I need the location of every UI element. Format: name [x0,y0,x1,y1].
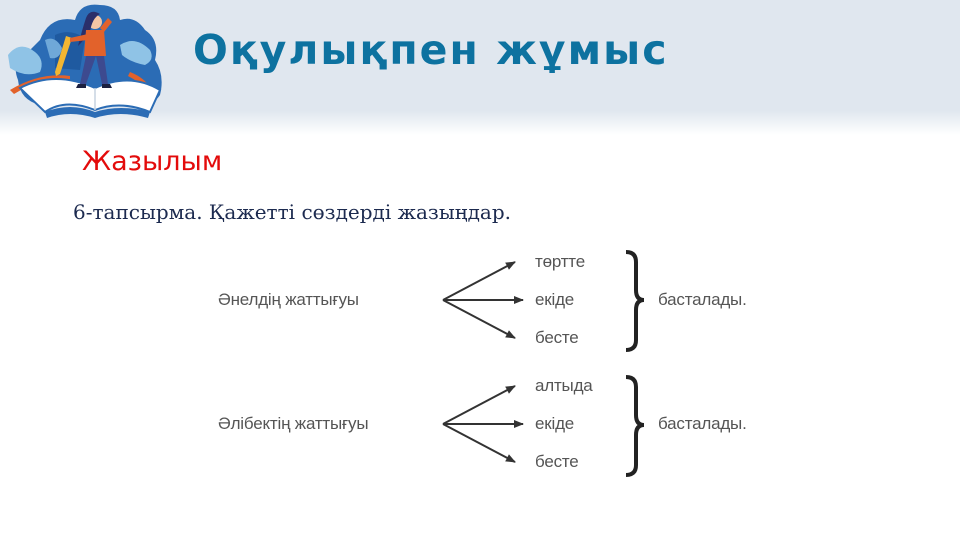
option-2-1: алтыда [535,376,593,395]
task-instruction: 6-тапсырма. Қажетті сөздерді жазыңдар. [73,200,511,224]
predicate-1: басталады. [658,290,747,309]
header-banner [0,0,960,135]
option-1-2: екіде [535,290,575,309]
brace-icon-2 [625,375,645,477]
predicate-2: басталады. [658,414,747,433]
girl-on-book-illustration [8,4,162,118]
option-2-2: екіде [535,414,575,433]
option-1-3: бесте [535,328,579,347]
option-1-1: төртте [535,252,585,271]
subject-2: Әлібектің жаттығуы [218,414,369,433]
subject-1: Әнелдің жаттығуы [218,290,359,309]
option-2-3: бесте [535,452,579,471]
brace-icon-1 [625,250,645,352]
page-title: Оқулықпен жұмыс [193,26,669,74]
arrows-group-1 [442,261,524,339]
arrows-group-2 [442,385,524,463]
section-title: Жазылым [82,146,223,177]
